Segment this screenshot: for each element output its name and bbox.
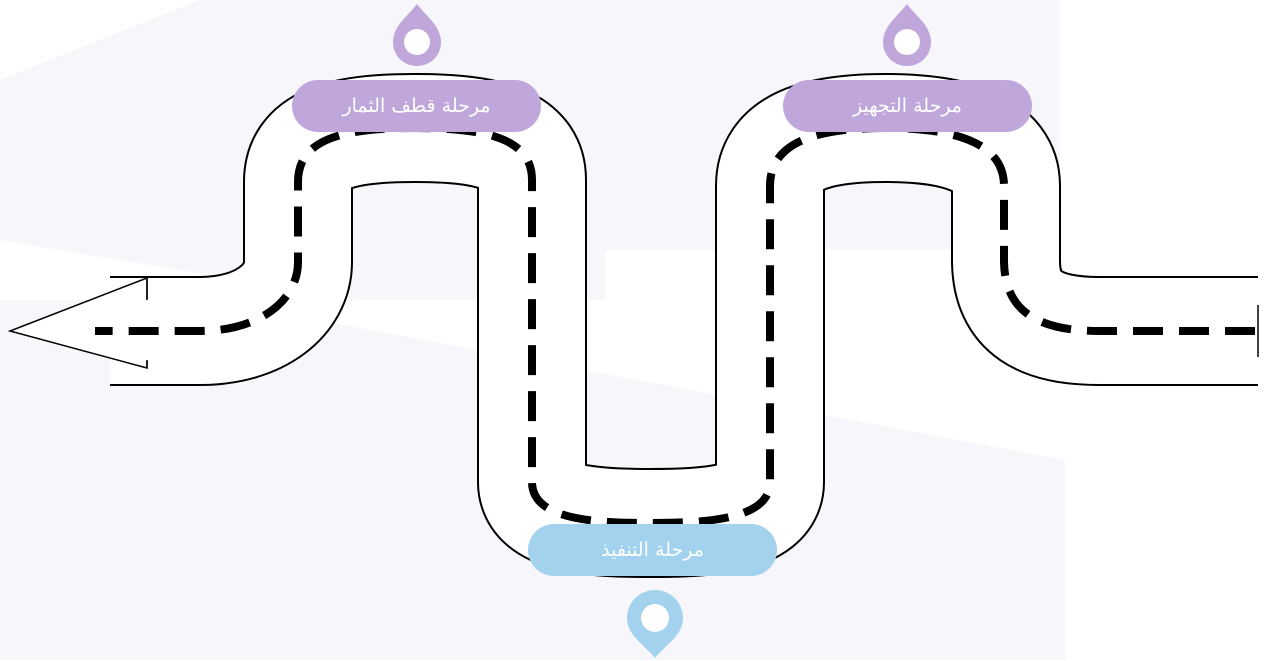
stage-label-execution: مرحلة التنفيذ bbox=[528, 524, 777, 576]
stage-label-preparation: مرحلة التجهيز bbox=[783, 80, 1032, 132]
map-pin-icon bbox=[883, 4, 931, 66]
map-pin-icon bbox=[627, 590, 683, 658]
lane-dashed-line bbox=[95, 123, 1255, 528]
stage-label-harvest: مرحلة قطف الثمار bbox=[292, 80, 541, 132]
map-pin-icon bbox=[393, 4, 441, 66]
